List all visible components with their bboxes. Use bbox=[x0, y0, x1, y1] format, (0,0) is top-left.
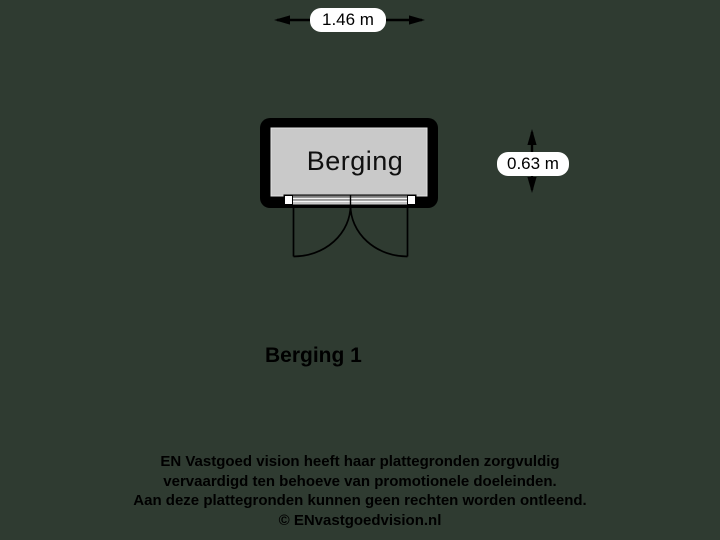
door-jamb-right bbox=[407, 195, 416, 205]
disclaimer-line-2: vervaardigd ten behoeve van promotionele… bbox=[163, 472, 557, 490]
room-berging bbox=[260, 118, 438, 208]
room-name-label: Berging bbox=[306, 146, 404, 176]
width-arrowhead-right bbox=[409, 15, 425, 25]
height-arrowhead-bottom bbox=[527, 177, 537, 193]
room-floor bbox=[270, 127, 428, 197]
disclaimer: EN Vastgoed vision heeft haar plattegron… bbox=[0, 452, 720, 530]
disclaimer-line-1: EN Vastgoed vision heeft haar plattegron… bbox=[160, 453, 560, 470]
door-swing-arc-left bbox=[293, 205, 352, 258]
height-arrowhead-top bbox=[527, 129, 537, 145]
height-dimension-label: 0.63 m bbox=[497, 152, 569, 176]
copyright-line: © ENvastgoedvision.nl bbox=[278, 511, 442, 529]
door-jamb-left bbox=[284, 195, 293, 205]
disclaimer-line-3: Aan deze plattegronden kunnen geen recht… bbox=[133, 492, 587, 510]
plan-title: Berging 1 bbox=[265, 344, 362, 367]
double-door bbox=[283, 194, 417, 258]
width-dimension-label: 1.46 m bbox=[310, 8, 386, 32]
width-arrowhead-left bbox=[274, 15, 290, 25]
door-swing-arc-right bbox=[349, 205, 408, 258]
